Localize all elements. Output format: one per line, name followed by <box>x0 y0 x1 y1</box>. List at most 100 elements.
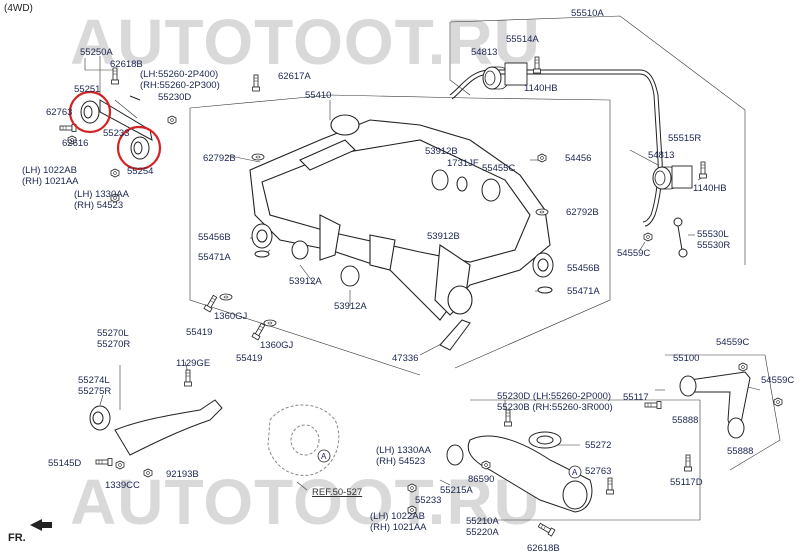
label-55471A-right: 55471A <box>567 286 600 297</box>
washer-62792b-left-icon <box>251 153 265 161</box>
label-55510A: 55510A <box>571 8 604 19</box>
label-1140HB-top: 1140HB <box>524 83 558 94</box>
rear-subframe-icon <box>249 114 551 321</box>
label-52763: 52763 <box>585 466 612 477</box>
label-1360GJ-left: 1360GJ <box>214 311 248 322</box>
highlight-bushing-55254-icon <box>116 125 162 171</box>
bolt-55117d-icon <box>684 454 692 472</box>
lower-control-arm-55210-icon <box>446 431 593 513</box>
label-55145D: 55145D <box>48 458 82 469</box>
label-55270R: 55270R <box>97 339 131 350</box>
bolt-62618b-bottom-icon <box>537 521 556 537</box>
label-lh-1022AB-lower: (LH) 1022AB <box>370 511 425 522</box>
label-55254: 55254 <box>127 166 154 177</box>
label-55220A: 55220A <box>466 527 499 538</box>
label-55210A: 55210A <box>466 516 499 527</box>
label-1731JF: 1731JF <box>447 158 479 169</box>
label-47336: 47336 <box>392 353 419 364</box>
label-55251: 55251 <box>74 84 101 95</box>
stabilizer-bar <box>449 69 663 227</box>
bolt-55230d-icon <box>167 115 177 125</box>
label-rh-54523-lower: (RH) 54523 <box>376 456 426 467</box>
bolt-55419-right-icon <box>251 322 267 341</box>
stabilizer-link-icon <box>673 217 688 258</box>
label-rh-1021AA-lower: (RH) 1021AA <box>370 522 427 533</box>
washer-1360gj-right-icon <box>263 319 277 327</box>
bolt-62763-icon <box>59 124 77 132</box>
label-54559C-arm-right: 54559C <box>761 375 795 386</box>
label-62618B-bottom: 62618B <box>527 543 560 554</box>
label-53912A-right: 53912A <box>334 301 367 312</box>
skid-plate-47336-icon <box>439 319 471 351</box>
label-1140HB-right: 1140HB <box>693 183 727 194</box>
knuckle-reference-icon <box>267 404 340 476</box>
upper-control-arm-55100-icon <box>679 371 751 439</box>
label-55272: 55272 <box>585 440 612 451</box>
label-55275R: 55275R <box>78 386 112 397</box>
nut-55233-icon <box>407 483 417 493</box>
label-55456B-right: 55456B <box>567 263 600 274</box>
label-55250A: 55250A <box>80 47 113 58</box>
label-lh-1330AA-top: (LH) 1330AA <box>74 189 129 200</box>
trailing-arm-55270-icon <box>89 399 223 456</box>
bolt-1129ge-icon <box>184 369 192 387</box>
bolt-52763-icon <box>606 477 614 495</box>
nut-54559c-icon <box>643 232 653 242</box>
label-55530L: 55530L <box>697 229 729 240</box>
label-1129GE: 1129GE <box>176 358 211 369</box>
label-1360GJ-right: 1360GJ <box>260 340 294 351</box>
label-55270L: 55270L <box>97 328 129 339</box>
nut-86590-icon <box>481 460 491 470</box>
label-62763: 62763 <box>46 107 73 118</box>
upper-arm-assembly-icon <box>80 95 153 160</box>
label-55530R: 55530R <box>697 240 731 251</box>
label-55888-top: 55888 <box>672 415 699 426</box>
watermark-bottom: AUTOTOOT.RU <box>70 466 541 538</box>
callout-a-knuckle-label: A <box>321 452 327 461</box>
nut-92193b-icon <box>143 468 153 478</box>
label-55419-right: 55419 <box>236 353 263 364</box>
watermark-top: AUTOTOOT.RU <box>70 6 541 78</box>
subframe-mount-icons <box>251 169 554 294</box>
bolt-62618b-top-icon <box>111 67 119 85</box>
label-55888-bottom: 55888 <box>727 446 754 457</box>
label-54813-right: 54813 <box>648 150 675 161</box>
label-1339CC: 1339CC <box>105 480 140 491</box>
label-55100: 55100 <box>673 353 700 364</box>
label-55471A-left: 55471A <box>198 252 231 263</box>
label-55514A: 55514A <box>506 34 539 45</box>
label-54559C-stab: 54559C <box>617 248 651 259</box>
label-rh-54523-top: (RH) 54523 <box>74 200 124 211</box>
label-55455C: 55455C <box>482 163 516 174</box>
bolt-55419-left-icon <box>203 294 219 313</box>
label-53912B-bottom: 53912B <box>427 231 460 242</box>
label-55230B-lower: 55230B (RH:55260-3R000) <box>497 402 613 413</box>
label-lh-55260: (LH:55260-2P400) <box>140 69 219 80</box>
label-53912B-top: 53912B <box>425 146 458 157</box>
label-62616: 62616 <box>62 138 89 149</box>
label-54456: 54456 <box>565 153 592 164</box>
bolt-1140hb-top-icon <box>533 56 541 74</box>
label-54559C-arm-top: 54559C <box>716 337 750 348</box>
label-62617A: 62617A <box>278 71 311 82</box>
label-55274L: 55274L <box>78 375 110 386</box>
label-lh-1330AA-lower: (LH) 1330AA <box>376 445 431 456</box>
label-55230D-top: 55230D <box>158 92 192 103</box>
bolt-55145d-icon <box>95 458 113 466</box>
front-arrow-icon <box>30 519 52 531</box>
nut-54559c-top-icon <box>738 362 748 372</box>
label-55215A: 55215A <box>440 485 473 496</box>
label-55419-left: 55419 <box>186 327 213 338</box>
label-55117: 55117 <box>623 392 649 403</box>
nut-1022ab-left-icon <box>110 168 120 178</box>
variant-label: (4WD) <box>4 3 33 14</box>
label-55230D-lower: 55230D (LH:55260-2P000) <box>497 391 612 402</box>
label-62792B-left: 62792B <box>203 153 236 164</box>
washer-1360gj-left-icon <box>219 293 233 301</box>
bolt-62617a-icon <box>252 74 260 92</box>
label-54813-top: 54813 <box>471 47 498 58</box>
label-92193B: 92193B <box>166 469 199 480</box>
label-86590: 86590 <box>468 474 495 485</box>
